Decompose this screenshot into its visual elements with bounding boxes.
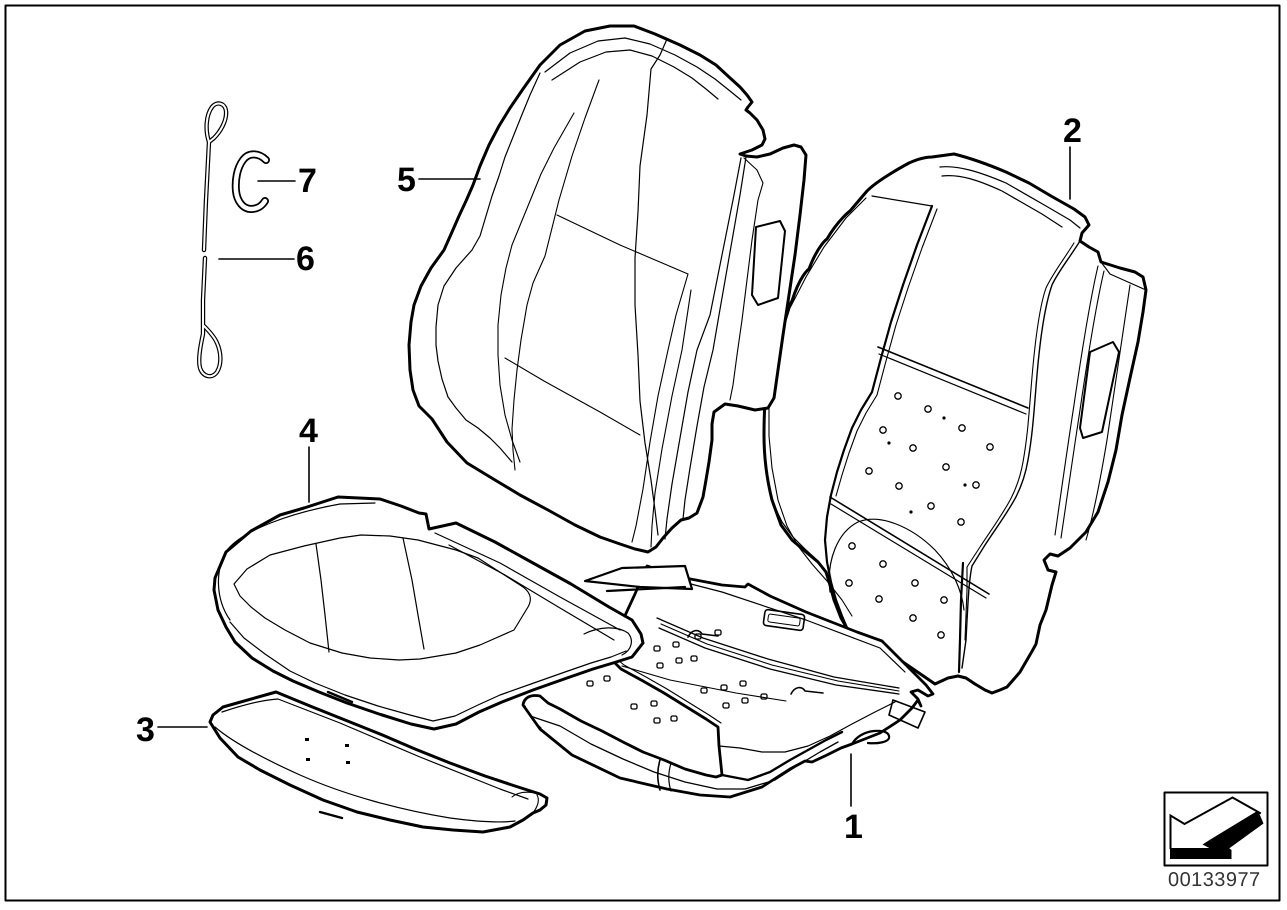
svg-text:7: 7 xyxy=(298,162,317,200)
svg-text:00133977: 00133977 xyxy=(1168,869,1261,891)
svg-text:5: 5 xyxy=(397,161,416,199)
svg-text:4: 4 xyxy=(299,412,318,450)
svg-text:1: 1 xyxy=(844,808,863,846)
svg-text:6: 6 xyxy=(296,240,315,278)
svg-text:2: 2 xyxy=(1063,112,1082,150)
svg-text:3: 3 xyxy=(136,711,155,749)
